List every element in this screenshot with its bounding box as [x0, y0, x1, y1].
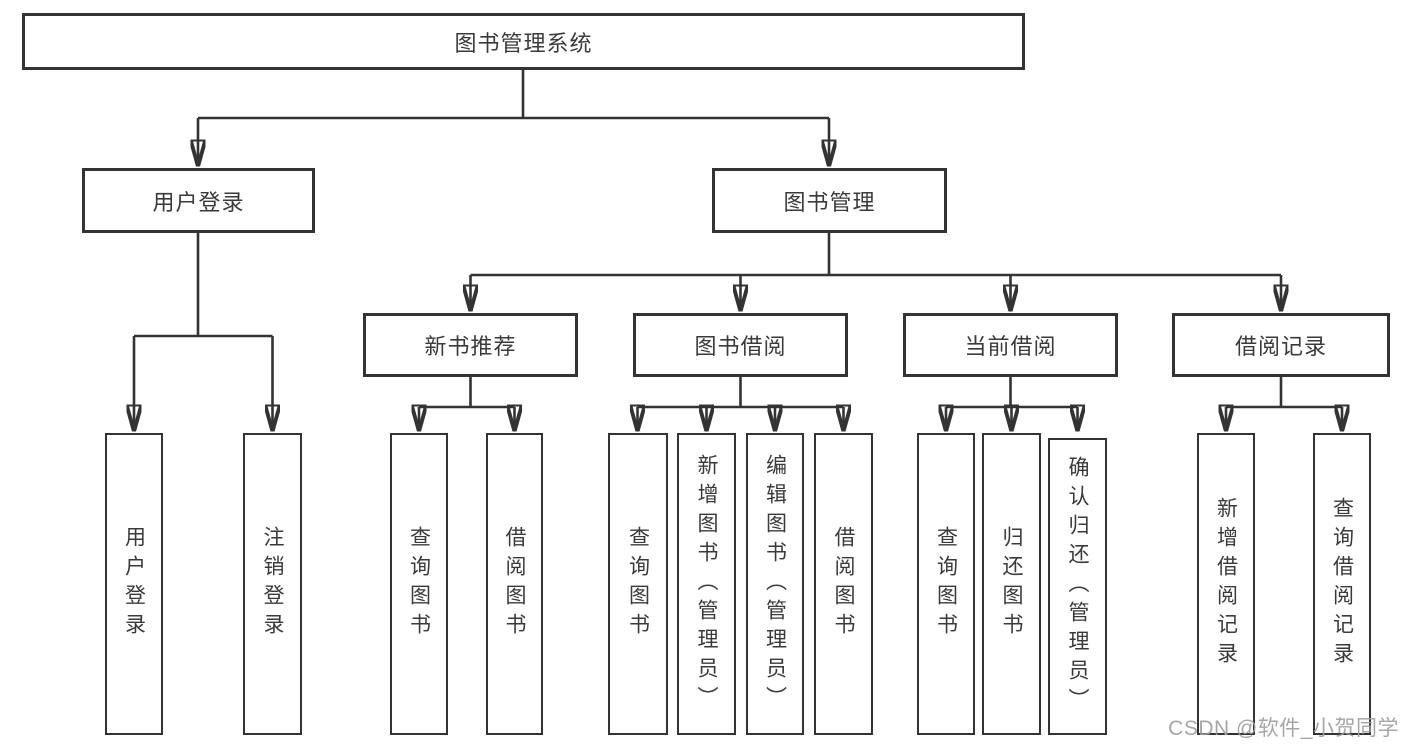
node-user-login: 用户登录 [82, 168, 315, 233]
connector-book-borrow-to-leaves [638, 377, 844, 430]
leaf-query-books-recommend: 查询图书 [390, 433, 448, 735]
watermark-csdn: CSDN @软件_小贺同学 [1168, 717, 1399, 740]
connector-root-to-level2 [198, 70, 829, 165]
leaf-add-borrow-record: 新增借阅记录 [1197, 433, 1255, 735]
leaf-add-book-admin: 新增图书（管理员） [677, 433, 736, 735]
leaf-query-borrow-record: 查询借阅记录 [1313, 433, 1371, 735]
leaf-edit-book-admin: 编辑图书（管理员） [746, 433, 804, 735]
leaf-user-login: 用户登录 [105, 433, 163, 735]
leaf-return-book: 归还图书 [982, 433, 1041, 735]
connector-new-book-to-leaves [419, 377, 515, 430]
node-borrow-records: 借阅记录 [1172, 313, 1390, 377]
connector-current-borrow-to-leaves [946, 377, 1078, 430]
connector-book-mgmt-to-level3 [471, 233, 1282, 310]
leaf-query-books-borrow: 查询图书 [608, 433, 668, 735]
connector-borrow-records-to-leaves [1226, 377, 1342, 430]
leaf-borrow-book: 借阅图书 [814, 433, 873, 735]
node-book-borrow: 图书借阅 [633, 313, 848, 377]
leaf-borrow-books-recommend: 借阅图书 [486, 433, 543, 735]
leaf-confirm-return-admin: 确认归还（管理员） [1048, 438, 1107, 735]
node-book-management: 图书管理 [712, 168, 947, 233]
leaf-logout: 注销登录 [243, 433, 302, 735]
node-root-library-system: 图书管理系统 [22, 13, 1025, 70]
node-current-borrow: 当前借阅 [903, 313, 1118, 377]
leaf-query-books-current: 查询图书 [917, 433, 975, 735]
node-new-book-recommend: 新书推荐 [363, 313, 578, 377]
connector-user-login-to-leaves [134, 233, 273, 430]
